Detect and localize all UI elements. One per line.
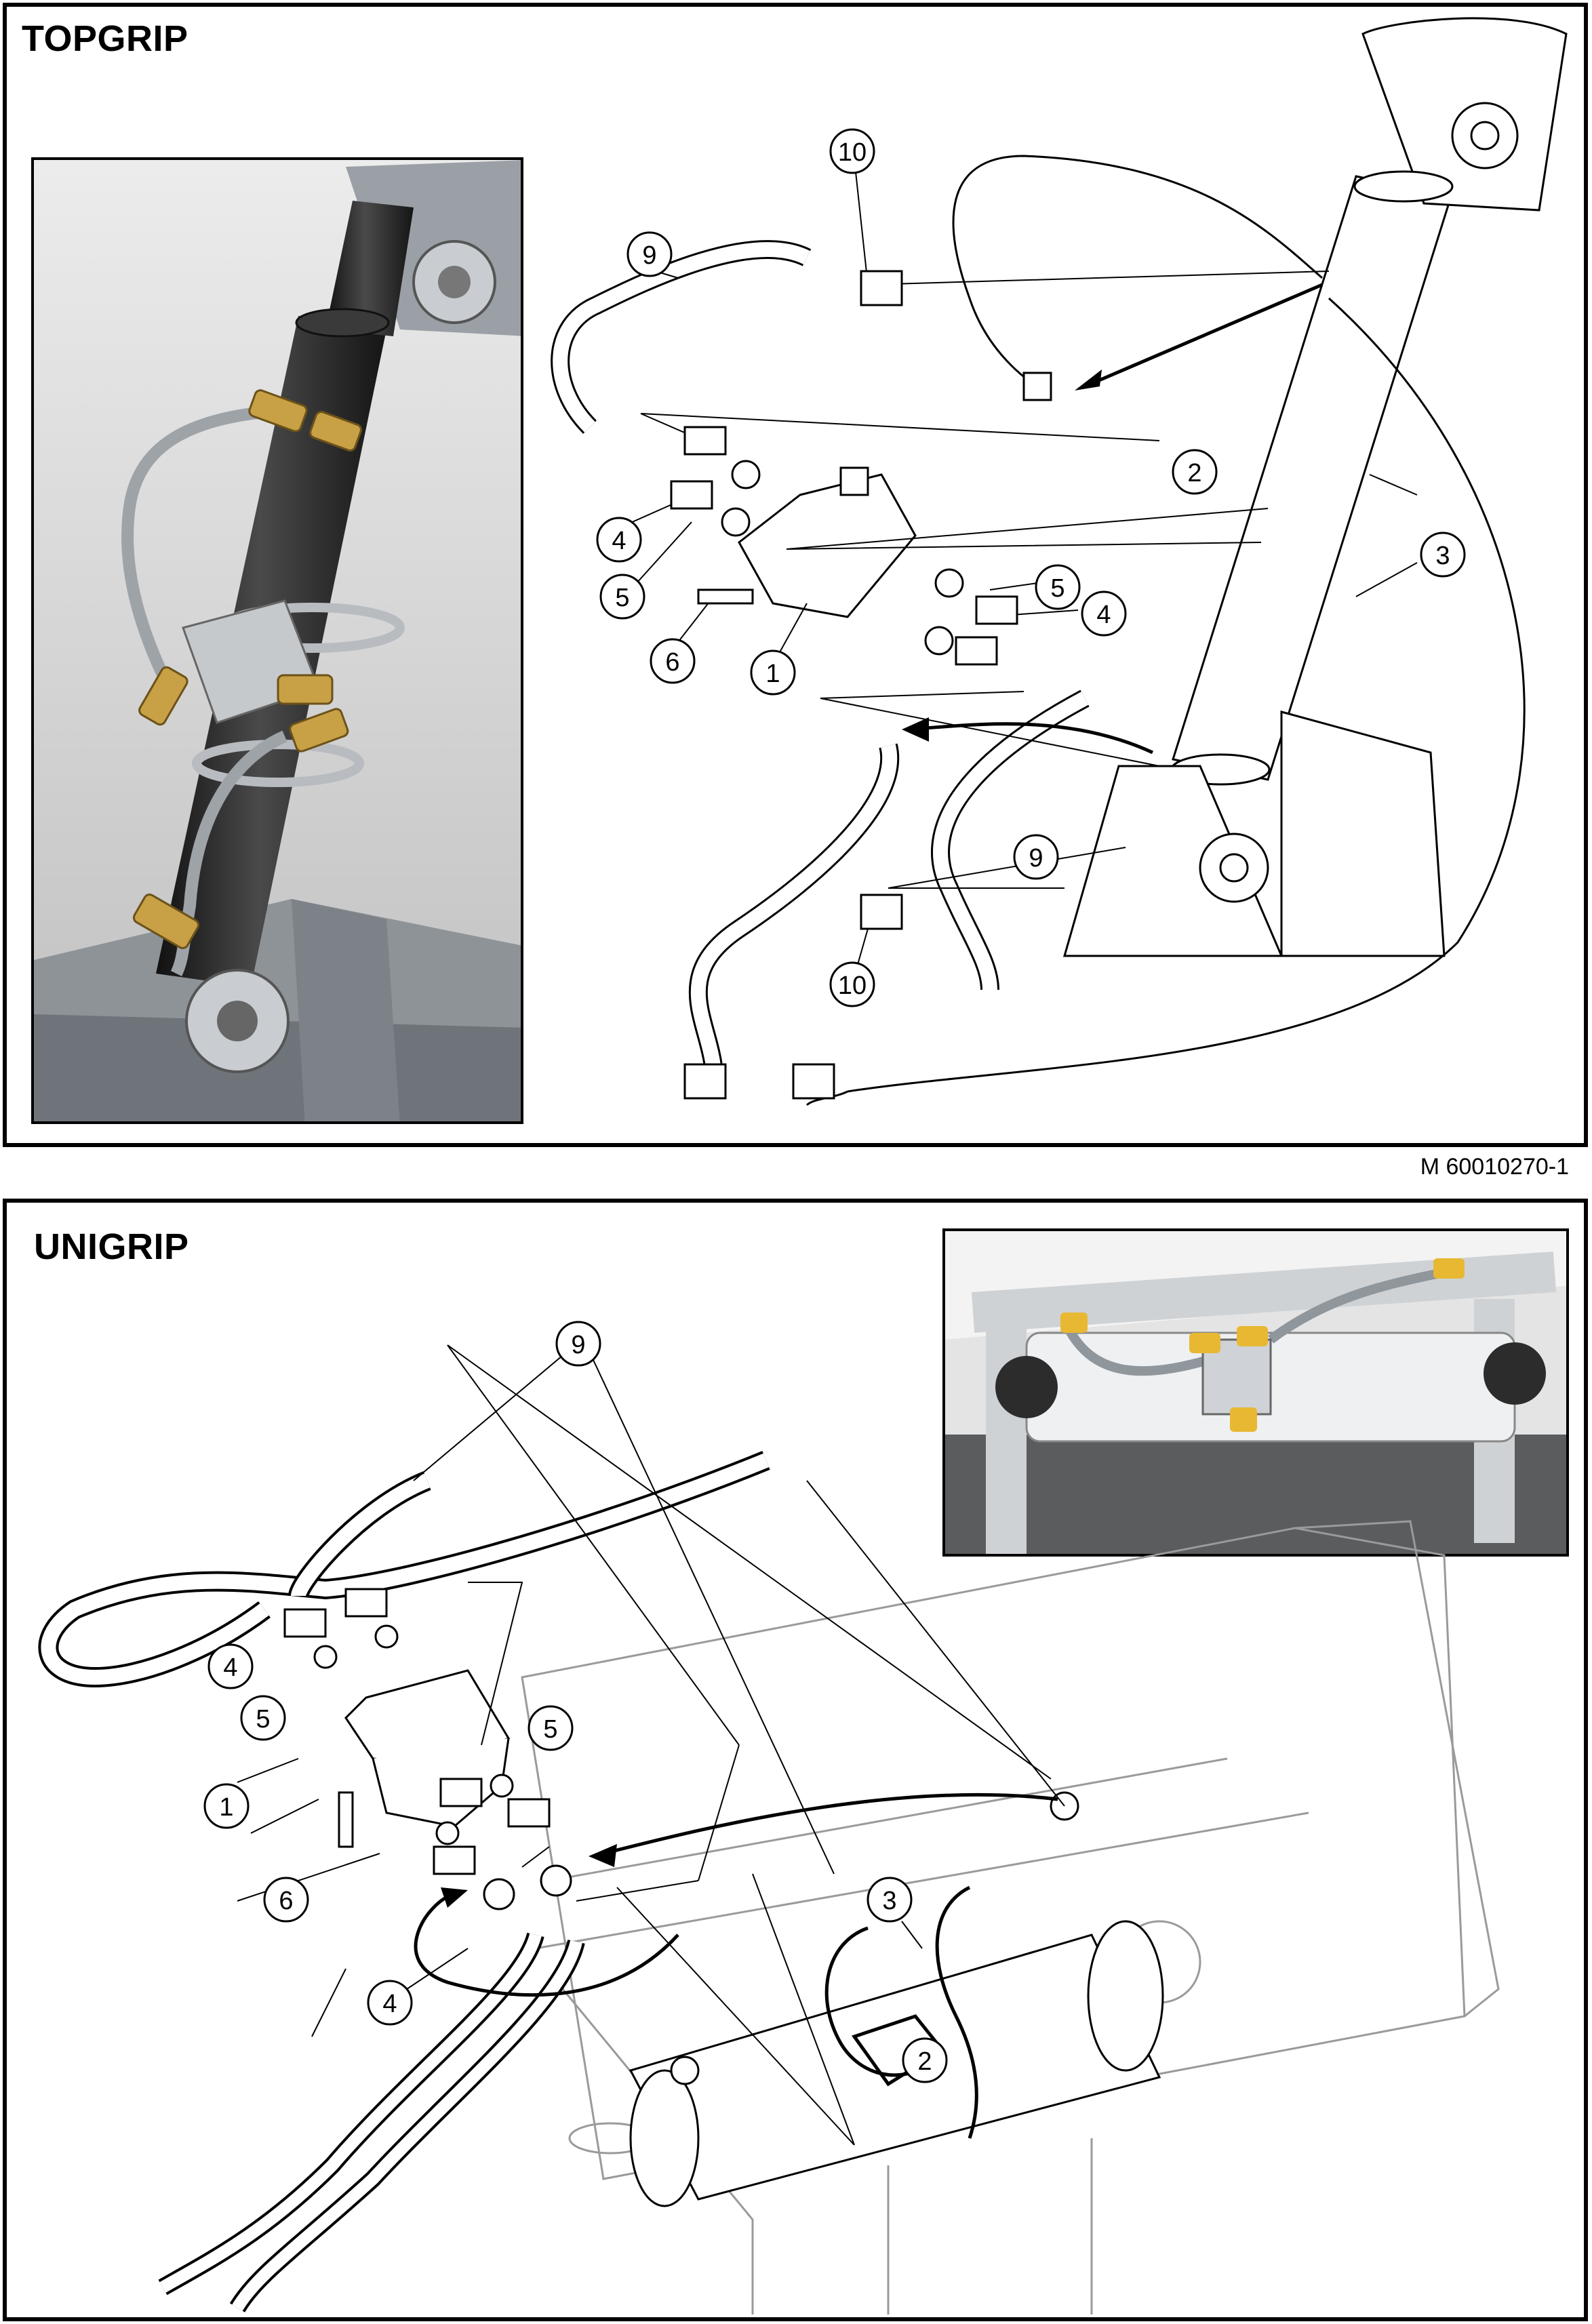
svg-text:1: 1	[219, 1793, 233, 1822]
callout-2-unigrip: 2	[902, 2037, 948, 2083]
svg-text:5: 5	[543, 1715, 557, 1744]
topgrip-photo-inset	[31, 157, 523, 1124]
callout-4-upper: 4	[207, 1643, 254, 1689]
unigrip-photo-inset	[942, 1228, 1569, 1557]
svg-text:6: 6	[665, 648, 679, 677]
topgrip-photo-render	[34, 160, 521, 1121]
svg-text:2: 2	[917, 2047, 932, 2076]
callout-5-right: 5	[1035, 564, 1081, 610]
callout-4-lower: 4	[367, 1980, 413, 2026]
svg-text:9: 9	[642, 241, 656, 270]
callout-2: 2	[1172, 449, 1218, 495]
unigrip-title: UNIGRIP	[34, 1226, 189, 1267]
svg-text:1: 1	[765, 660, 780, 688]
callout-4-left: 4	[596, 517, 642, 563]
topgrip-callouts: 10 9 2 3 4 5 6 1 5 4 9 10	[596, 128, 1466, 1007]
callout-6: 6	[650, 638, 696, 684]
svg-text:9: 9	[571, 1331, 585, 1359]
callout-5-upper: 5	[240, 1695, 286, 1741]
svg-text:4: 4	[382, 1990, 397, 2018]
svg-text:9: 9	[1029, 844, 1043, 873]
svg-text:5: 5	[256, 1705, 270, 1734]
callout-3: 3	[1420, 532, 1466, 578]
callout-6-unigrip: 6	[263, 1877, 309, 1923]
callout-10-top: 10	[829, 128, 875, 174]
svg-text:4: 4	[1096, 601, 1111, 629]
callout-1: 1	[750, 649, 796, 696]
topgrip-title: TOPGRIP	[22, 18, 188, 59]
svg-text:4: 4	[223, 1654, 237, 1682]
unigrip-panel: UNIGRIP	[3, 1199, 1588, 2321]
svg-text:5: 5	[615, 584, 629, 612]
svg-text:6: 6	[279, 1887, 293, 1915]
topgrip-panel: TOPGRIP	[3, 3, 1588, 1147]
callout-9-bottom: 9	[1013, 834, 1059, 880]
callout-3-unigrip: 3	[867, 1877, 913, 1923]
svg-text:2: 2	[1187, 459, 1201, 487]
callout-9-top: 9	[626, 231, 673, 277]
svg-text:5: 5	[1050, 574, 1064, 603]
callout-9-unigrip: 9	[555, 1321, 601, 1367]
unigrip-exploded-drawing: 9 4 5 1 5 4 6 3 2	[38, 1321, 1500, 2315]
svg-text:3: 3	[882, 1887, 896, 1915]
callout-5-lower: 5	[528, 1705, 574, 1751]
callout-5-left: 5	[599, 574, 645, 620]
unigrip-photo-render	[945, 1231, 1566, 1554]
callout-4-right: 4	[1081, 590, 1127, 637]
callout-1-unigrip: 1	[203, 1783, 250, 1829]
figure-reference: M 60010270-1	[1420, 1154, 1569, 1180]
svg-text:4: 4	[612, 527, 626, 555]
callout-10-bottom: 10	[829, 961, 875, 1007]
svg-text:3: 3	[1435, 542, 1450, 570]
svg-text:10: 10	[838, 138, 867, 167]
topgrip-exploded-drawing: 10 9 2 3 4 5 6 1 5 4 9 10	[551, 17, 1568, 1106]
svg-text:10: 10	[838, 971, 867, 1000]
